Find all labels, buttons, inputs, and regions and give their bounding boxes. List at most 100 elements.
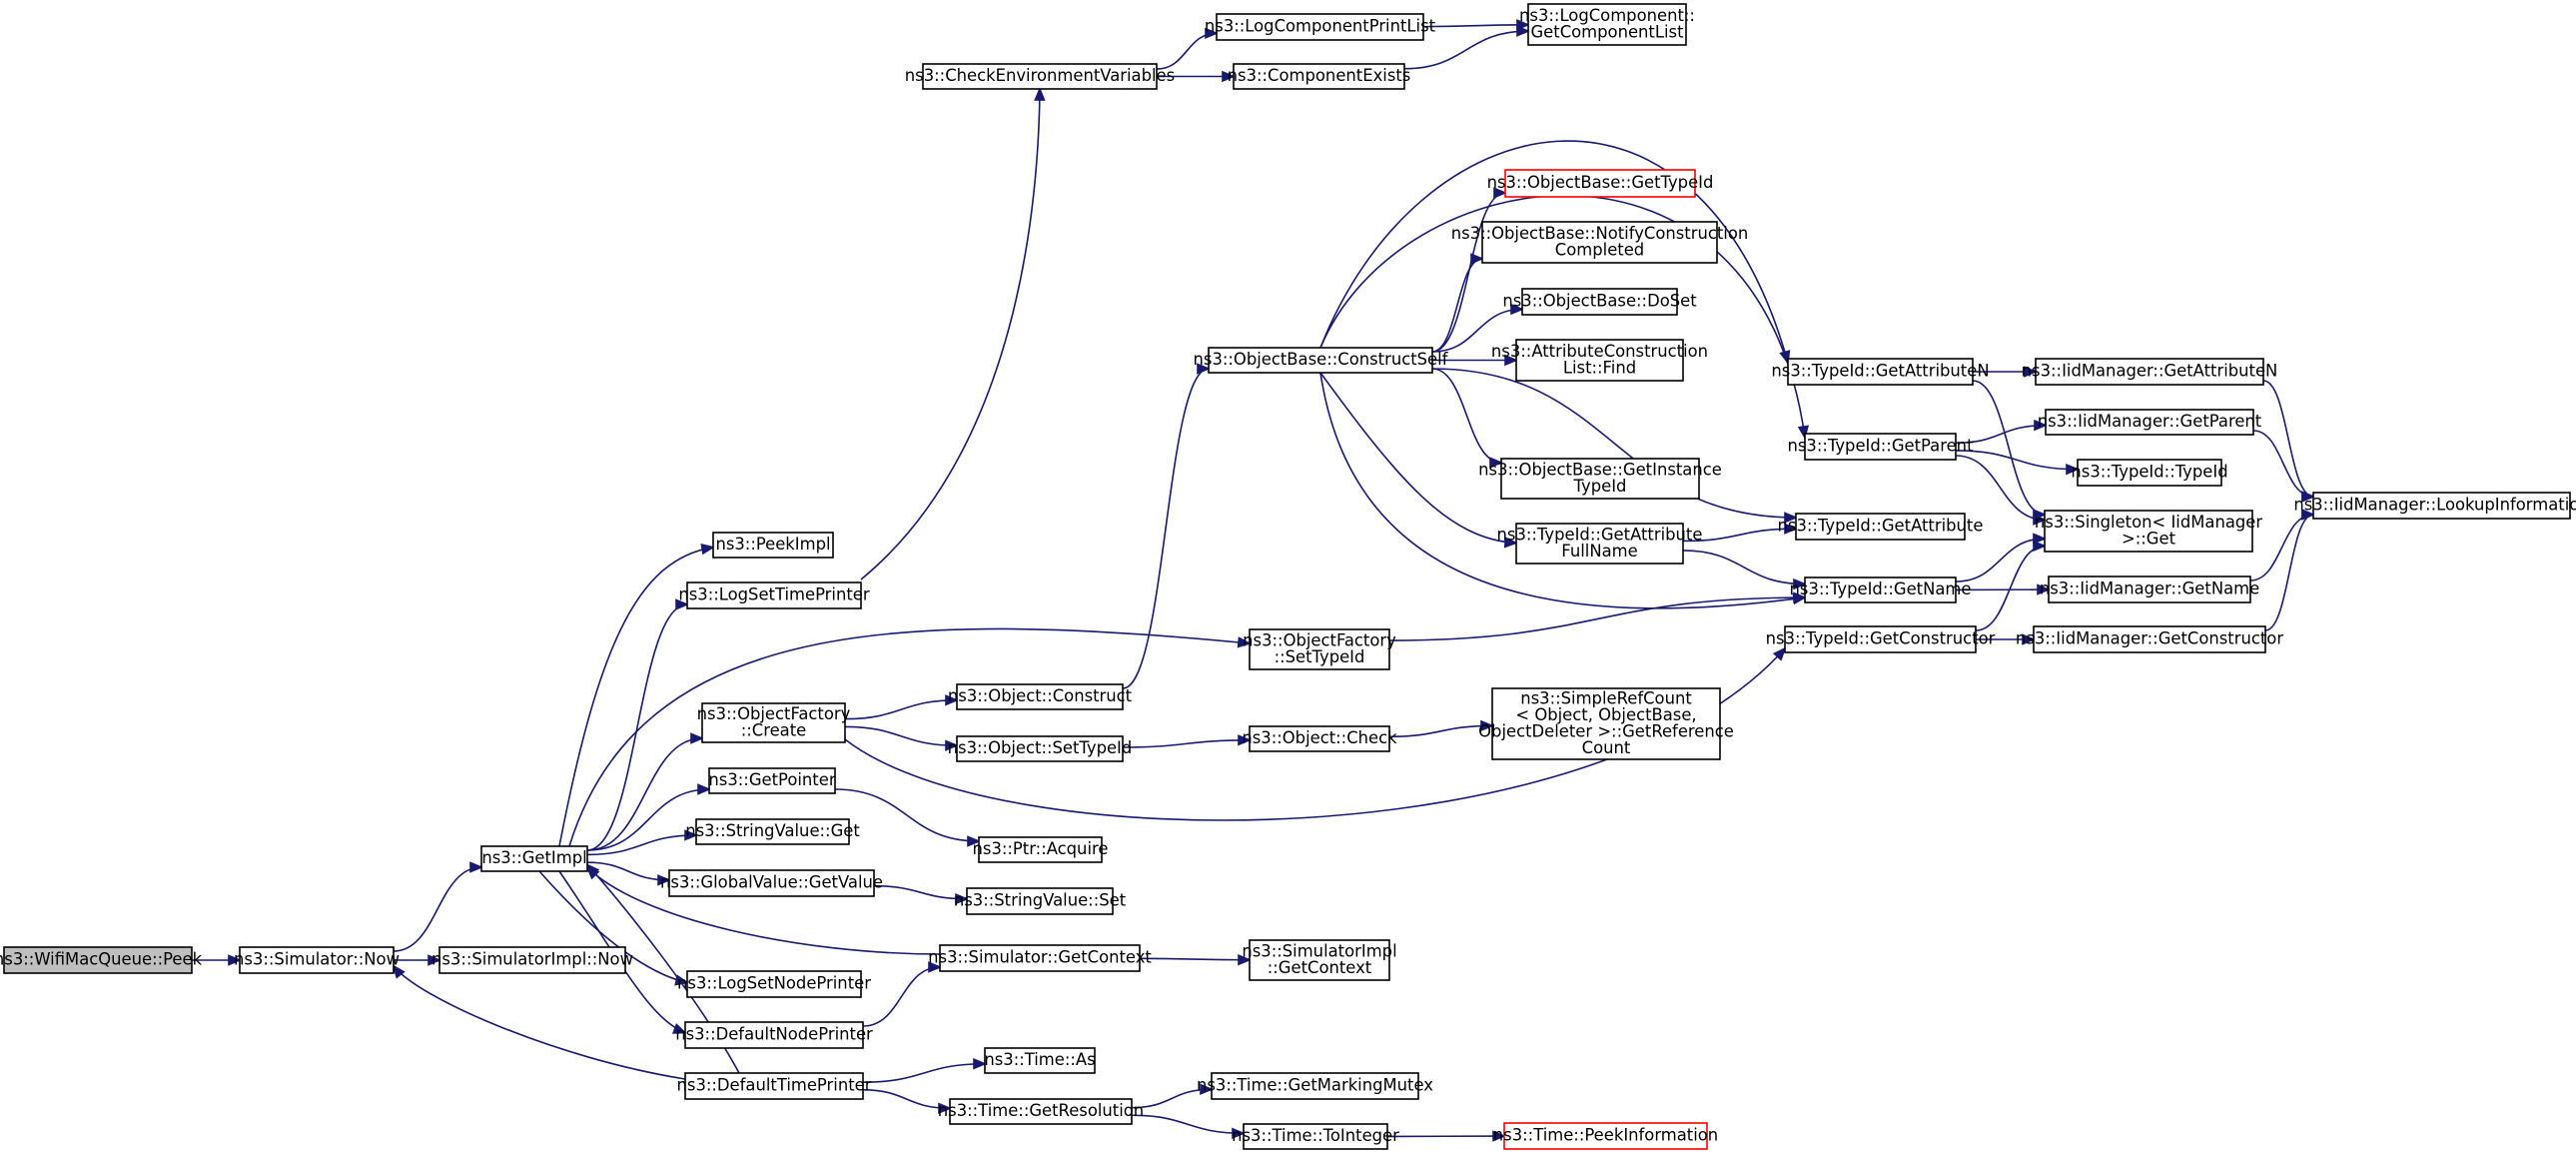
node-imgetparent[interactable]: ns3::IidManager::GetParent [2038,409,2262,436]
edge-tigetctor-to-singleton [1975,545,2046,631]
node-tigetname[interactable]: ns3::TypeId::GetName [1790,577,1972,603]
node-logsetnodeprinter[interactable]: ns3::LogSetNodePrinter [677,970,871,998]
node-box [3,946,193,974]
node-label: ns3::GetImpl [481,848,586,867]
node-timegetres[interactable]: ns3::Time::GetResolution [938,1098,1144,1125]
edge-now-to-getimpl [393,866,482,952]
node-label: Completed [1555,240,1644,259]
node-getimpl[interactable]: ns3::GetImpl [480,845,588,872]
node-construct[interactable]: ns3::ObjectBase::ConstructSelf [1194,347,1449,374]
arrowhead-construct-to-tigetattrfull [1503,537,1519,549]
node-box [684,1021,864,1049]
node-simimplnow[interactable]: ns3::SimulatorImpl::Now [431,946,633,974]
node-ofcreate[interactable]: ns3::ObjectFactory::Create [697,702,851,743]
node-box [1804,433,1957,461]
edge-getimpl-to-ofcreate [586,737,703,851]
node-obdoset[interactable]: ns3::ObjectBase::DoSet [1502,288,1697,316]
edge-getpointer-to-ptracquire [834,788,980,842]
node-label: List::Find [1563,358,1636,377]
arrowhead-gvgetvalue-to-strvalset [955,893,970,905]
arrowhead-getimpl-to-defnodeprinter [671,1023,687,1034]
node-box [668,869,875,897]
node-titypeid[interactable]: ns3::TypeId::TypeId [2071,459,2228,487]
node-tigetparent[interactable]: ns3::TypeId::GetParent [1787,433,1974,461]
node-tigetctor[interactable]: ns3::TypeId::GetConstructor [1766,625,1996,653]
edge-construct-to-tigetattrfull [1319,372,1517,545]
edge-tigetname-to-singleton [1955,538,2046,582]
edge-logcompprintlist-to-getcomplist [1422,24,1529,28]
node-objconstruct[interactable]: ns3::Object::Construct [948,683,1133,710]
node-box [1491,687,1721,760]
node-label: ns3::ComponentExists [1228,66,1411,85]
node-objcheck[interactable]: ns3::Object::Check [1242,725,1397,752]
node-label: ns3::Time::GetResolution [938,1101,1144,1120]
node-box [2048,576,2251,603]
arrowhead-construct-to-tigetattr [1784,512,1799,524]
node-box [1515,523,1684,565]
edge-tigetattrfull-to-tigetname [1682,550,1806,585]
node-strvalset[interactable]: ns3::StringValue::Set [954,887,1127,915]
node-defnodeprinter[interactable]: ns3::DefaultNodePrinter [675,1021,873,1049]
arrowhead-getimpl-to-strvalget [684,829,699,841]
node-ofsettypeid[interactable]: ns3::ObjectFactory::SetTypeId [1243,628,1396,670]
node-imgetname[interactable]: ns3::IidManager::GetName [2040,576,2259,603]
node-now[interactable]: ns3::Simulator::Now [234,946,400,974]
node-tigetattr[interactable]: ns3::TypeId::GetAttribute [1778,513,1984,541]
node-obnotify[interactable]: ns3::ObjectBase::NotifyConstructionCompl… [1451,221,1749,264]
node-label: ns3::Singleton< IidManager [2035,513,2262,532]
node-imgetctor[interactable]: ns3::IidManager::GetConstructor [2016,625,2283,653]
node-singleton[interactable]: ns3::Singleton< IidManager>::Get [2035,510,2262,553]
node-label: ::Create [741,720,807,739]
node-obgettypeid[interactable]: ns3::ObjectBase::GetTypeId [1487,169,1714,198]
edge-tigetattrn-to-singleton [1972,380,2046,516]
node-box [686,970,862,998]
node-objsettypeid[interactable]: ns3::Object::SetTypeId [948,735,1133,762]
arrowhead-imgetparent-to-imlookup [2301,491,2316,503]
node-label: ns3::LogComponentPrintList [1205,17,1436,36]
node-getcomplist[interactable]: ns3::LogComponent::GetComponentList [1519,3,1695,46]
edge-getimpl-to-peekimpl [558,546,714,847]
node-tigetattrn[interactable]: ns3::TypeId::GetAttributeN [1771,358,1990,386]
node-peekimpl[interactable]: ns3::PeekImpl [712,532,834,559]
node-label: ns3::DefaultTimePrinter [677,1076,872,1095]
node-imlookup[interactable]: ns3::IidManager::LookupInformation [2293,492,2576,520]
node-simimplgetctx[interactable]: ns3::SimulatorImpl::GetContext [1242,939,1397,981]
arrowhead-ofcreate-to-objconstruct [945,694,960,706]
node-box [1216,13,1424,41]
node-simgetcontext[interactable]: ns3::Simulator::GetContext [928,944,1152,972]
node-gvgetvalue[interactable]: ns3::GlobalValue::GetValue [660,869,883,897]
node-box [1249,725,1390,752]
arrowhead-getpointer-to-ptracquire [967,835,982,847]
node-label: ns3::ObjectBase::ConstructSelf [1194,350,1449,369]
node-timetoint[interactable]: ns3::Time::ToInteger [1232,1123,1399,1150]
node-label: ns3::ObjectBase::GetInstance [1478,460,1722,479]
node-label: ns3::StringValue::Get [685,821,860,840]
arrowhead-getimpl-to-logsettimeprinter [675,598,690,610]
node-timegetmutex[interactable]: ns3::Time::GetMarkingMutex [1197,1072,1433,1100]
node-simplerefcount[interactable]: ns3::SimpleRefCount< Object, ObjectBase,… [1478,687,1734,760]
node-timeas[interactable]: ns3::Time::As [984,1047,1096,1074]
node-checkenv[interactable]: ns3::CheckEnvironmentVariables [905,63,1175,90]
node-label: ns3::ObjectBase::DoSet [1502,292,1697,311]
node-logcompprintlist[interactable]: ns3::LogComponentPrintList [1205,13,1436,41]
node-label: FullName [1561,542,1637,561]
arrowhead-deftimeprinter-to-now [392,964,406,979]
node-box [966,887,1114,915]
node-imgetattrn[interactable]: ns3::IidManager::GetAttributeN [2022,358,2278,386]
arrowhead-objsettypeid-to-objcheck [1238,734,1253,746]
node-logsettimeprinter[interactable]: ns3::LogSetTimePrinter [678,581,870,609]
node-peek[interactable]: ns3::WifiMacQueue::Peek [0,946,203,974]
node-ptracquire[interactable]: ns3::Ptr::Acquire [973,836,1109,863]
node-compexists[interactable]: ns3::ComponentExists [1228,63,1411,90]
node-strvalget[interactable]: ns3::StringValue::Get [685,818,860,845]
node-box [956,683,1124,710]
node-label: ns3::Time::ToInteger [1232,1126,1399,1145]
edge-imgetattrn-to-imlookup [2262,380,2314,498]
node-timepeekinfo[interactable]: ns3::Time::PeekInformation [1493,1122,1718,1150]
arrowhead-construct-to-acfind [1504,354,1519,367]
node-deftimeprinter[interactable]: ns3::DefaultTimePrinter [677,1072,872,1100]
node-getpointer[interactable]: ns3::GetPointer [708,767,836,794]
